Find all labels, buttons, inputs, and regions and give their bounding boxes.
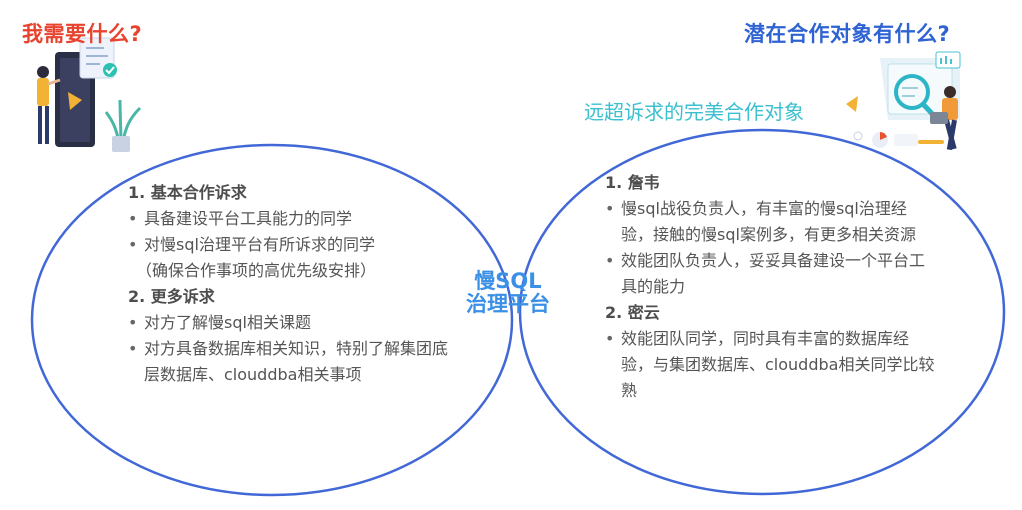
center-label: 慢SQL 治理平台: [438, 270, 578, 316]
list-item: 对方了解慢sql相关课题: [128, 310, 453, 336]
list-item: 慢sql战役负责人，有丰富的慢sql治理经验，接触的慢sql案例多，有更多相关资…: [605, 196, 935, 248]
list-item: 效能团队同学，同时具有丰富的数据库经验，与集团数据库、clouddba相关同学比…: [605, 326, 935, 404]
section-title: 2. 密云: [605, 303, 660, 322]
center-label-line: 治理平台: [466, 292, 550, 316]
person-analyzing-report-illustration: [846, 51, 961, 151]
list-item: 具备建设平台工具能力的同学: [128, 206, 453, 232]
left-heading: 我需要什么?: [22, 22, 143, 46]
section-title: 1. 詹韦: [605, 173, 660, 192]
section-title: 2. 更多诉求: [128, 287, 215, 306]
left-ellipse: [30, 143, 514, 497]
center-label-line: 慢SQL: [474, 269, 542, 293]
right-candidates: 1. 詹韦 慢sql战役负责人，有丰富的慢sql治理经验，接触的慢sql案例多，…: [605, 170, 935, 404]
list-item: 效能团队负责人，妥妥具备建设一个平台工具的能力: [605, 248, 935, 300]
left-requirements: 1. 基本合作诉求 具备建设平台工具能力的同学 对慢sql治理平台有所诉求的同学…: [128, 180, 453, 388]
right-ellipse: [518, 128, 1006, 496]
list-note: （确保合作事项的高优先级安排）: [136, 261, 377, 280]
list-item: 对方具备数据库相关知识，特别了解集团底层数据库、clouddba相关事项: [128, 336, 453, 388]
section-title: 1. 基本合作诉求: [128, 183, 247, 202]
right-heading: 潜在合作对象有什么?: [744, 22, 951, 46]
person-presenting-document-illustration: [37, 37, 142, 152]
list-item: 对慢sql治理平台有所诉求的同学: [128, 232, 453, 258]
right-subheading: 远超诉求的完美合作对象: [584, 100, 804, 124]
